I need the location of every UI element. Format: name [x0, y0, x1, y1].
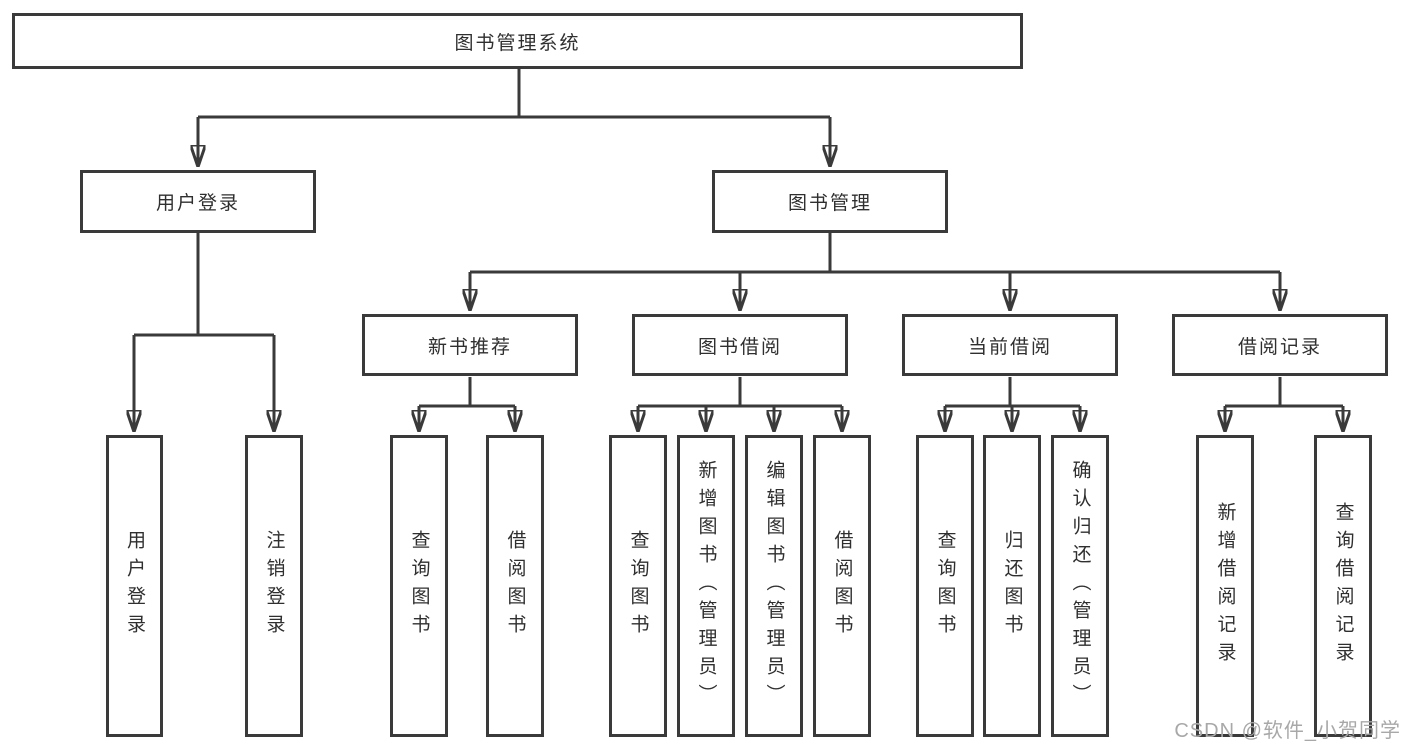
leaf-bb-borrow-books: 借阅图书 [813, 435, 871, 737]
node-root-label: 图书管理系统 [454, 32, 581, 54]
leaf-cb-return-books: 归还图书 [983, 435, 1041, 737]
leaf-bb-query-books-label: 查询图书 [627, 530, 649, 642]
node-book-management: 图书管理 [712, 170, 948, 233]
node-book-borrowing: 图书借阅 [632, 314, 848, 376]
leaf-br-query-record: 查询借阅记录 [1314, 435, 1372, 737]
connector-book-management-split [470, 233, 1280, 274]
leaf-logout: 注销登录 [245, 435, 303, 737]
leaf-nb-query-books: 查询图书 [390, 435, 448, 737]
leaf-nb-query-books-label: 查询图书 [408, 530, 430, 642]
leaf-cb-confirm-return-admin: 确认归还（管理员） [1051, 435, 1109, 737]
node-borrowing-records-label: 借阅记录 [1237, 336, 1322, 358]
leaf-br-query-record-label: 查询借阅记录 [1332, 502, 1354, 670]
leaf-nb-borrow-books: 借阅图书 [486, 435, 544, 737]
connector-root-split [198, 69, 830, 119]
leaf-cb-query-books-label: 查询图书 [934, 530, 956, 642]
leaf-br-add-record-label: 新增借阅记录 [1214, 502, 1236, 670]
leaf-user-login: 用户登录 [106, 435, 163, 737]
node-current-borrowing: 当前借阅 [902, 314, 1118, 376]
leaf-br-add-record: 新增借阅记录 [1196, 435, 1254, 737]
leaf-bb-query-books: 查询图书 [609, 435, 667, 737]
leaf-cb-query-books: 查询图书 [916, 435, 974, 737]
leaf-bb-edit-books-admin-label: 编辑图书（管理员） [763, 460, 785, 712]
leaf-cb-return-books-label: 归还图书 [1001, 530, 1023, 642]
node-borrowing-records: 借阅记录 [1172, 314, 1388, 376]
connector-book-borrowing-split [638, 377, 842, 408]
leaf-bb-edit-books-admin: 编辑图书（管理员） [745, 435, 803, 737]
connector-borrowing-records-split [1225, 377, 1343, 408]
node-root: 图书管理系统 [12, 13, 1023, 69]
node-user-login-label: 用户登录 [155, 193, 240, 214]
node-user-login: 用户登录 [80, 170, 316, 233]
node-new-book-recommend: 新书推荐 [362, 314, 578, 376]
node-new-book-recommend-label: 新书推荐 [427, 336, 512, 358]
node-book-management-label: 图书管理 [787, 193, 872, 214]
leaf-user-login-label: 用户登录 [124, 530, 145, 642]
node-book-borrowing-label: 图书借阅 [697, 336, 782, 358]
leaf-bb-borrow-books-label: 借阅图书 [831, 530, 853, 642]
node-current-borrowing-label: 当前借阅 [967, 336, 1052, 358]
watermark: CSDN @软件_小贺同学 [1174, 720, 1401, 742]
leaf-nb-borrow-books-label: 借阅图书 [504, 530, 526, 642]
leaf-bb-add-books-admin: 新增图书（管理员） [677, 435, 735, 737]
connector-new-book-split [419, 377, 515, 408]
leaf-logout-label: 注销登录 [263, 530, 285, 642]
connector-current-borrowing-split [945, 377, 1080, 408]
leaf-cb-confirm-return-admin-label: 确认归还（管理员） [1069, 460, 1091, 712]
leaf-bb-add-books-admin-label: 新增图书（管理员） [695, 460, 717, 712]
connector-user-login-split [134, 233, 274, 337]
